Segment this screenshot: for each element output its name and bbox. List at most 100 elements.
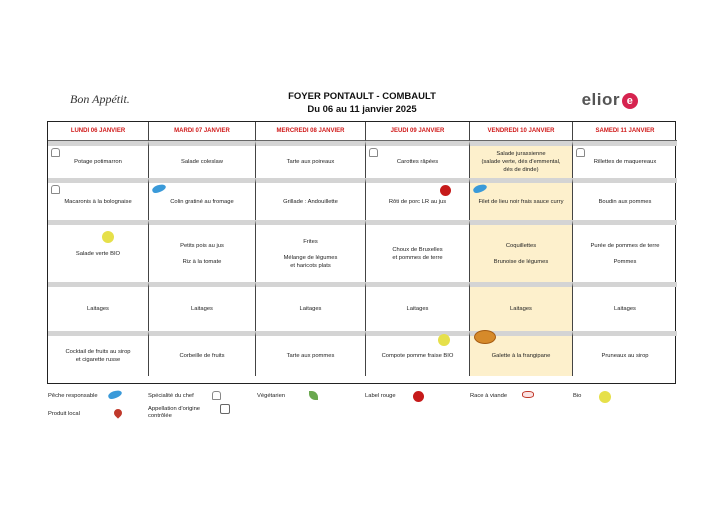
menu-cell: Grillade : Andouillette xyxy=(256,178,366,220)
dish-text: Potage potimarron xyxy=(74,159,122,165)
day-header: JEUDI 09 JANVIER xyxy=(366,122,470,141)
dish-text: Tarte aux poireaux xyxy=(286,159,335,165)
legend-label: Race à viande xyxy=(470,393,508,399)
label-rouge-icon xyxy=(440,185,451,196)
menu-cell: Galette à la frangipane xyxy=(470,330,573,376)
legend-item: Race à viande xyxy=(470,391,534,400)
dish-text: Salade coleslaw xyxy=(181,159,223,165)
dish-text: Corbeille de fruits xyxy=(179,353,225,359)
legend-label: Bio xyxy=(573,393,582,399)
legend-label: Label rouge xyxy=(365,393,396,399)
chef-hat-icon xyxy=(51,185,60,194)
legend-label: Spécialité du chef xyxy=(148,393,194,399)
dish-text: Macaronis à la bolognaise xyxy=(64,198,132,205)
menu-cell: Laitages xyxy=(573,282,677,331)
dish-text: Galette à la frangipane xyxy=(491,353,551,359)
menu-cell: Salade coleslaw xyxy=(149,141,256,178)
dish-text: Laitages xyxy=(406,306,429,312)
leaf-icon xyxy=(309,391,318,400)
bon-appetit-text: Bon Appétit. xyxy=(70,92,130,106)
dish-text: Rillettes de maquereaux xyxy=(593,159,657,165)
day-header: MARDI 07 JANVIER xyxy=(149,122,256,141)
menu-cell: Rillettes de maquereaux xyxy=(573,141,677,178)
dish-text: Laitages xyxy=(614,306,636,312)
legend-item: Spécialité du chef xyxy=(148,391,221,400)
legend-label: Pêche responsable xyxy=(48,393,98,399)
legend-item: Label rouge xyxy=(365,391,424,402)
menu-cell: Rôti de porc LR au jus xyxy=(366,178,470,220)
galette-icon xyxy=(474,330,496,344)
dish-text: Tarte aux pommes xyxy=(286,353,335,359)
dish-text: Filet de lieu noir frais sauce curry xyxy=(478,198,564,205)
dish-text: Laitages xyxy=(191,306,213,312)
chef-hat-icon xyxy=(369,148,378,157)
menu-cell: Salade verte BIO xyxy=(48,220,149,282)
bon-appetit-logo: Bon Appétit. xyxy=(70,92,130,107)
legend-item: Bio xyxy=(573,391,611,403)
menu-cell: Carottes râpées xyxy=(366,141,470,178)
dish-text: Boudin aux pommes xyxy=(598,198,652,205)
legend-label: Végétarien xyxy=(257,393,286,399)
elior-swirl-icon: e xyxy=(622,93,638,109)
bio-icon xyxy=(438,334,450,346)
fish-icon xyxy=(151,182,167,195)
label-rouge-icon xyxy=(413,391,424,402)
dish-text: Colin gratiné au fromage xyxy=(170,198,234,205)
menu-cell: Boudin aux pommes xyxy=(573,178,677,220)
menu-cell: Macaronis à la bolognaise xyxy=(48,178,149,220)
menu-cell: Laitages xyxy=(48,282,149,331)
day-header: VENDREDI 10 JANVIER xyxy=(470,122,573,141)
menu-cell: Tarte aux pommes xyxy=(256,331,366,376)
title-establishment: FOYER PONTAULT - COMBAULT xyxy=(288,91,436,102)
dish-text: Carottes râpées xyxy=(396,159,439,165)
day-header: SAMEDI 11 JANVIER xyxy=(573,122,677,141)
day-header: LUNDI 06 JANVIER xyxy=(48,122,149,141)
dish-text: Laitages xyxy=(510,306,532,312)
legend-item: Pêche responsable xyxy=(48,388,123,401)
menu-cell: Filet de lieu noir frais sauce curry xyxy=(470,178,573,220)
chef-hat-icon xyxy=(212,391,221,400)
menu-cell: Laitages xyxy=(366,282,470,331)
legend-item: Végétarien xyxy=(257,391,318,400)
cow-icon xyxy=(522,391,534,398)
day-header: MERCREDI 08 JANVIER xyxy=(256,122,366,141)
menu-cell: Laitages xyxy=(149,282,256,331)
aoc-icon xyxy=(220,404,230,414)
dish-text: Laitages xyxy=(299,306,322,312)
menu-cell: Laitages xyxy=(470,282,573,331)
menu-cell: Pruneaux au sirop xyxy=(573,331,677,376)
dish-text: Salade verte BIO xyxy=(75,250,121,257)
header: Bon Appétit. FOYER PONTAULT - COMBAULT D… xyxy=(48,88,676,122)
elior-text: elior xyxy=(581,90,620,109)
fish-icon xyxy=(107,388,123,401)
bio-icon xyxy=(102,231,114,243)
dish-text: Rôti de porc LR au jus xyxy=(388,198,447,205)
menu-cell: Salade jurassienne(salade verte, dés d'e… xyxy=(470,141,573,178)
page-title: FOYER PONTAULT - COMBAULT Du 06 au 11 ja… xyxy=(48,90,676,116)
menu-cell: Colin gratiné au fromage xyxy=(149,178,256,220)
location-pin-icon xyxy=(112,407,124,419)
dish-text: Grillade : Andouillette xyxy=(283,198,338,205)
dish-text: Pruneaux au sirop xyxy=(601,353,649,359)
fish-icon xyxy=(472,182,488,195)
bio-icon xyxy=(599,391,611,403)
dish-text: Laitages xyxy=(87,306,109,312)
menu-cell: Tarte aux poireaux xyxy=(256,141,366,178)
chef-hat-icon xyxy=(51,148,60,157)
chef-hat-icon xyxy=(576,148,585,157)
